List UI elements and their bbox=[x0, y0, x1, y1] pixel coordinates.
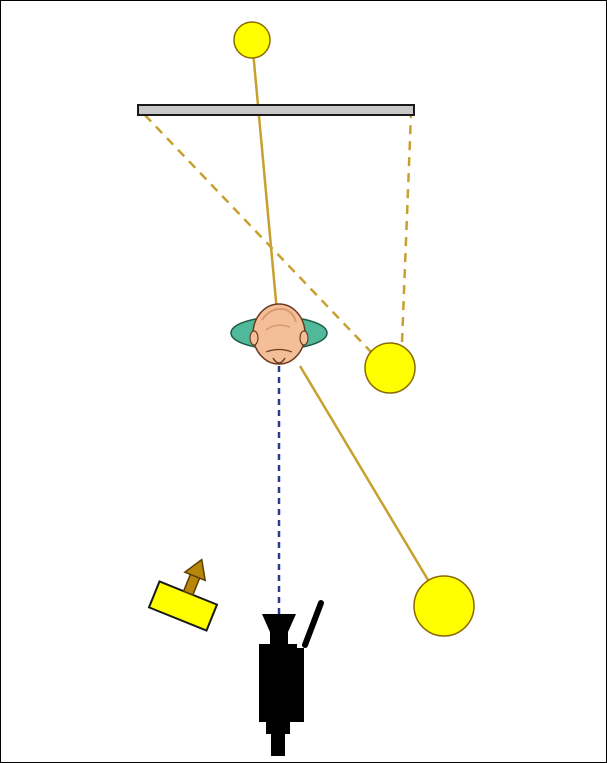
camera-handle bbox=[302, 600, 324, 648]
subject-ear-left bbox=[249, 330, 259, 346]
beam-bottom-light-to-subject bbox=[298, 365, 445, 606]
camera-eyepiece-cup bbox=[271, 734, 285, 756]
subject-scalp-shading bbox=[261, 307, 297, 323]
camera-grip bbox=[295, 648, 304, 722]
camera bbox=[259, 600, 324, 756]
light-top bbox=[233, 21, 271, 59]
camera-body bbox=[259, 644, 297, 722]
subject-ear-right bbox=[299, 330, 309, 346]
subject-brow bbox=[265, 348, 293, 353]
beam-lines bbox=[141, 39, 445, 614]
beam-top-light-to-subject bbox=[250, 39, 279, 313]
softbox bbox=[147, 558, 219, 632]
beam-mid-light-to-reflector-right bbox=[400, 113, 413, 343]
subject-head bbox=[230, 303, 328, 365]
beam-mid-light-to-reflector-left bbox=[141, 111, 373, 354]
subject-scalp-shading-2 bbox=[265, 324, 291, 331]
light-right-bottom bbox=[413, 575, 475, 637]
subject-head-skin bbox=[252, 303, 306, 365]
reflector bbox=[137, 104, 415, 116]
subject-nose bbox=[272, 357, 286, 364]
camera-lens-hood bbox=[262, 614, 296, 632]
softbox-arrow-head bbox=[183, 558, 207, 582]
camera-eyepiece bbox=[266, 722, 290, 734]
light-right-mid bbox=[364, 342, 416, 394]
camera-lens bbox=[270, 630, 288, 644]
